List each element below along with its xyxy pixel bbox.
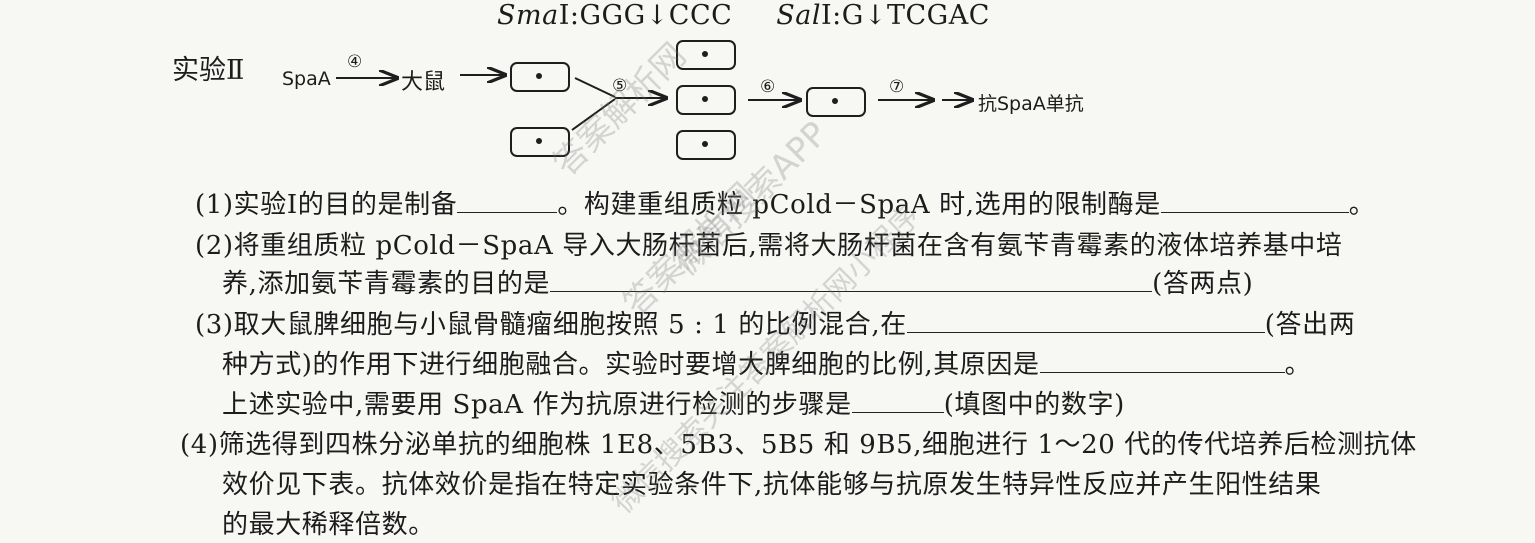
myeloma-cell xyxy=(510,127,570,157)
q3-text-c: 种方式)的作用下进行细胞融合。实验时要增大脾细胞的比例,其原因是 xyxy=(222,350,1040,380)
answer-blank-2[interactable] xyxy=(1160,188,1349,213)
fused-cell-1 xyxy=(676,40,736,70)
answer-blank-4[interactable] xyxy=(906,308,1265,333)
fused-cell-3 xyxy=(676,130,736,160)
question-4-line-2: 效价见下表。抗体效价是指在特定实验条件下,抗体能够与抗原发生特异性反应并产生阳性… xyxy=(222,470,1322,500)
step-4-label: ④ xyxy=(347,52,363,72)
antigen-label: SpaA xyxy=(282,68,331,90)
question-4-line-1: (4)筛选得到四株分泌单抗的细胞株 1E8、5B3、5B5 和 9B5,细胞进行… xyxy=(180,430,1417,460)
flow-arrows xyxy=(336,0,1535,131)
step-5-label: ⑤ xyxy=(612,76,628,96)
question-3-line-1: (3)取大鼠脾细胞与小鼠骨髓瘤细胞按照 5 : 1 的比例混合,在 (答出两 xyxy=(195,304,1355,341)
fused-cell-2 xyxy=(676,85,736,115)
q3-text-b: (答出两 xyxy=(1264,310,1356,340)
q3-end: 。 xyxy=(1284,350,1312,380)
q1-end: 。 xyxy=(1348,190,1376,220)
spleen-cell xyxy=(510,62,570,92)
answer-blank-1[interactable] xyxy=(457,188,558,213)
sma-enzyme-name: Sma xyxy=(497,0,559,31)
q3-text-e: (填图中的数字) xyxy=(943,390,1125,420)
question-4-line-3: 的最大稀释倍数。 xyxy=(222,510,435,540)
mouse-label: 大鼠 xyxy=(401,70,446,95)
q2-text-b: 养,添加氨苄青霉素的目的是 xyxy=(222,269,551,299)
result-antibody-label: 抗SpaA单抗 xyxy=(978,93,1084,115)
question-1-line: (1)实验Ⅰ的目的是制备 。构建重组质粒 pCold－SpaA 时,选用的限制酶是… xyxy=(195,184,1375,221)
answer-blank-6[interactable] xyxy=(851,388,944,413)
q1-text-b: 。构建重组质粒 pCold－SpaA 时,选用的限制酶是 xyxy=(557,190,1161,220)
selected-hybridoma-cell xyxy=(806,87,866,117)
q3-text-d: 上述实验中,需要用 SpaA 作为抗原进行检测的步骤是 xyxy=(222,390,852,420)
experiment-label: 实验Ⅱ xyxy=(172,55,245,86)
sma-enzyme-site: Ⅰ:GGG↓CCC xyxy=(558,0,733,31)
q1-text-a: (1)实验Ⅰ的目的是制备 xyxy=(195,190,458,220)
question-3-line-3: 上述实验中,需要用 SpaA 作为抗原进行检测的步骤是 (填图中的数字) xyxy=(222,384,1125,421)
question-2-line-2: 养,添加氨苄青霉素的目的是 (答两点) xyxy=(222,263,1253,300)
question-3-line-2: 种方式)的作用下进行细胞融合。实验时要增大脾细胞的比例,其原因是 。 xyxy=(222,344,1311,381)
step-7-label: ⑦ xyxy=(889,77,905,97)
question-2-line-1: (2)将重组质粒 pCold－SpaA 导入大肠杆菌后,需将大肠杆菌在含有氨苄青… xyxy=(195,231,1343,261)
q2-text-c: (答两点) xyxy=(1152,269,1254,299)
step-6-label: ⑥ xyxy=(760,77,776,97)
sal-enzyme-name: Sal xyxy=(776,0,822,31)
answer-blank-3[interactable] xyxy=(550,267,1153,292)
enzyme-sites-line: SmaⅠ:GGG↓CCC SalⅠ:G↓TCGAC xyxy=(497,0,990,31)
answer-blank-5[interactable] xyxy=(1039,348,1285,373)
q3-text-a: (3)取大鼠脾细胞与小鼠骨髓瘤细胞按照 5 : 1 的比例混合,在 xyxy=(195,310,907,340)
sal-enzyme-site: Ⅰ:G↓TCGAC xyxy=(821,0,990,31)
